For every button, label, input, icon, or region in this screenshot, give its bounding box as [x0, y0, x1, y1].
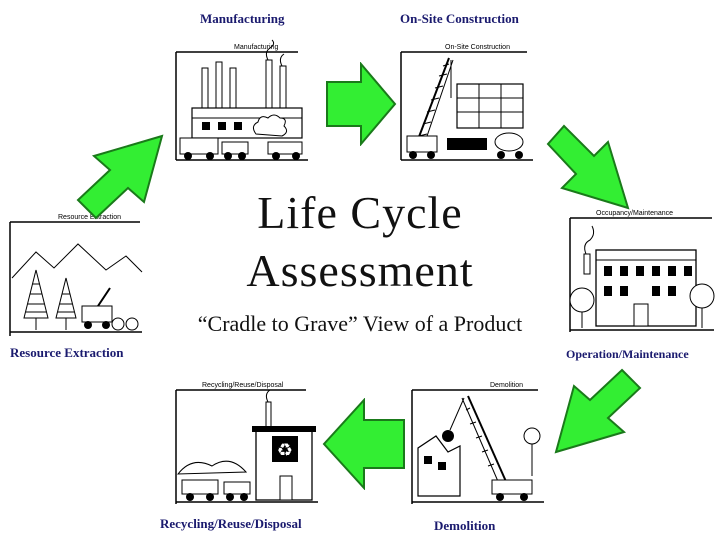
occupancy-sketch-label: Occupancy/Maintenance: [596, 210, 673, 217]
construction-illustration: On-Site Construction: [397, 38, 537, 164]
occupancy-illustration: Occupancy/Maintenance: [566, 204, 716, 336]
resource-extraction-sketch-label: Resource Extraction: [58, 214, 121, 221]
arrow-operation-to-demolition: [546, 368, 642, 464]
arrow-manufacturing-to-construction: [325, 62, 397, 146]
stage-title-operation-maintenance: Operation/Maintenance: [566, 347, 689, 361]
recycling-sketch-label: Recycling/Reuse/Disposal: [202, 382, 284, 389]
arrow-construction-to-operation: [546, 124, 642, 220]
construction-sketch-label: On-Site Construction: [445, 44, 510, 51]
manufacturing-sketch-label: Manufacturing: [234, 44, 278, 51]
manufacturing-illustration: Manufacturing: [172, 38, 312, 164]
resource-extraction-illustration: Resource Extraction: [6, 208, 146, 340]
demolition-illustration: Demolition: [408, 376, 548, 508]
subtitle: “Cradle to Grave” View of a Product: [197, 311, 523, 336]
stage-title-on-site-construction: On-Site Construction: [400, 11, 519, 26]
stage-title-recycling: Recycling/Reuse/Disposal: [160, 516, 302, 531]
stage-title-demolition: Demolition: [434, 518, 496, 533]
arrow-demolition-to-recycling: [322, 398, 406, 490]
title-line-1: Life Cycle: [257, 187, 463, 238]
arrow-extraction-to-manufacturing: [76, 124, 172, 220]
recycle-icon: ♻: [277, 440, 293, 461]
stage-title-resource-extraction: Resource Extraction: [10, 345, 124, 360]
title-line-2: Assessment: [246, 245, 474, 296]
recycling-illustration: Recycling/Reuse/Disposal ♻: [172, 376, 322, 508]
demolition-sketch-label: Demolition: [490, 382, 523, 389]
stage-title-manufacturing: Manufacturing: [200, 11, 285, 26]
